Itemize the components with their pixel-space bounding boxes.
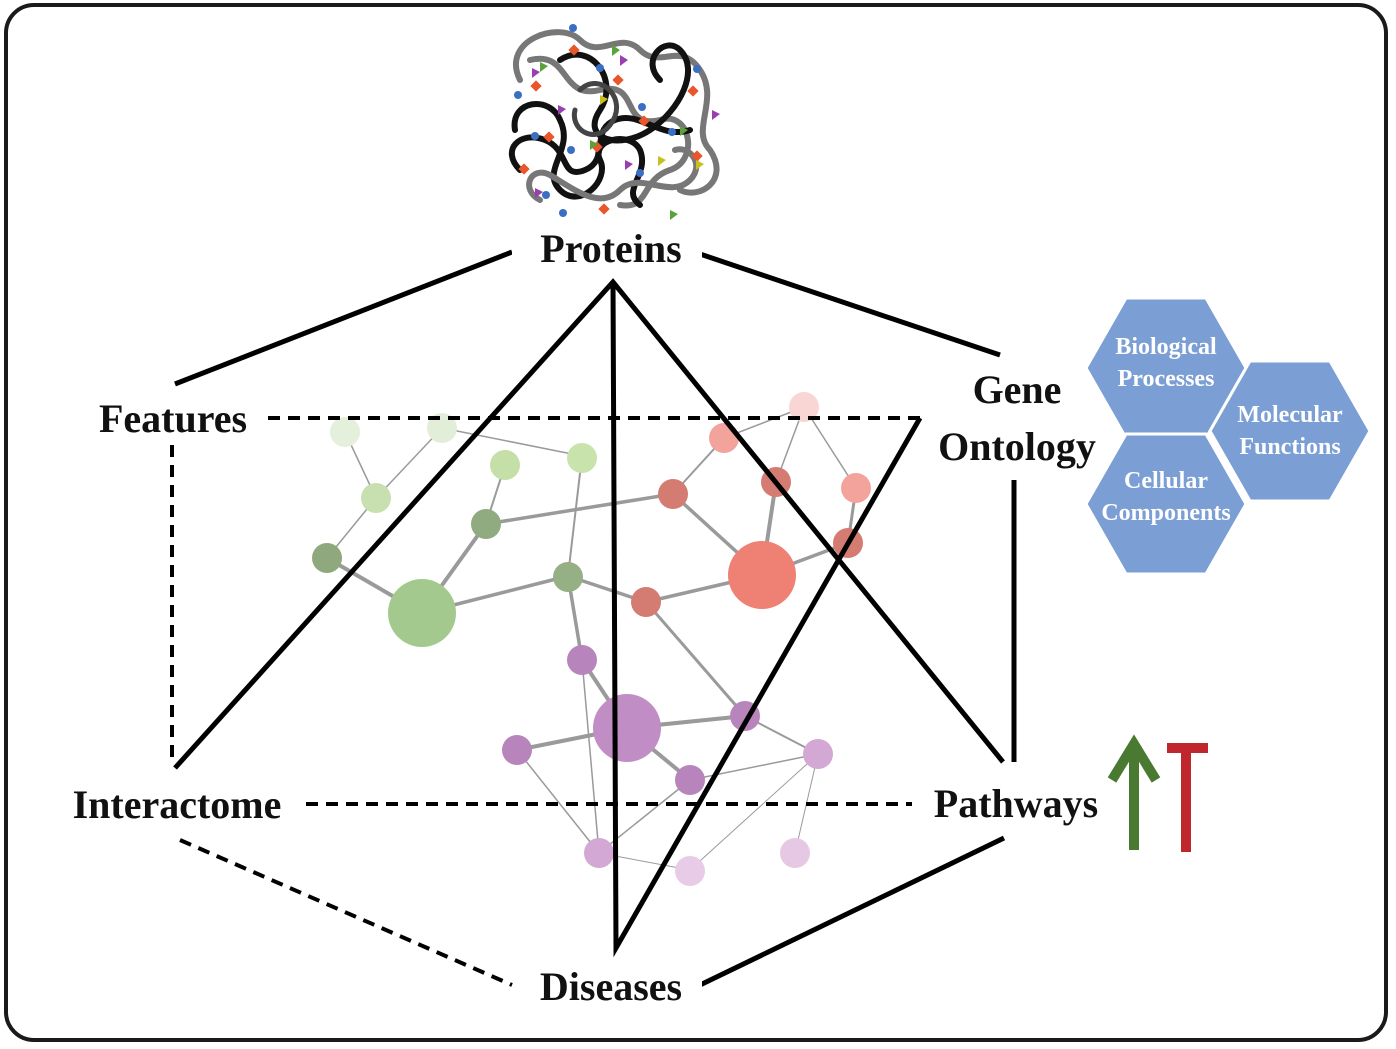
- network-node: [490, 450, 520, 480]
- network-nodes: [312, 392, 871, 886]
- network-node: [841, 473, 871, 503]
- network-hub-node: [728, 541, 796, 609]
- diagram-frame: [4, 3, 1388, 1042]
- network-node: [567, 443, 597, 473]
- label-bg: [916, 782, 1116, 826]
- label-bg: [522, 966, 702, 1010]
- network-node: [427, 413, 457, 443]
- go-label: Processes: [1118, 366, 1215, 392]
- edge: [803, 406, 857, 489]
- go-label: Functions: [1239, 434, 1340, 460]
- edge: [567, 455, 583, 577]
- network-node: [312, 543, 342, 573]
- protein-tangle-icon: [508, 24, 720, 220]
- go-label: Biological: [1115, 334, 1217, 360]
- label-bg: [80, 396, 266, 440]
- network-node: [567, 645, 597, 675]
- network-node: [789, 392, 819, 422]
- interactome-diseases-dashed-line: [179, 838, 513, 987]
- network-hub-node: [388, 579, 456, 647]
- proteins-interactome-pathways-line: [173, 278, 1005, 770]
- go-categories: Biological Processes Molecular Functions…: [1084, 296, 1372, 576]
- network-node: [675, 765, 705, 795]
- diseases-label: Diseases: [540, 964, 682, 1009]
- network-node: [631, 587, 661, 617]
- network-node: [675, 856, 705, 886]
- proteins-label: Proteins: [540, 226, 681, 271]
- edge: [484, 492, 675, 526]
- interactome-label: Interactome: [73, 782, 282, 827]
- network-node: [553, 562, 583, 592]
- network-node: [361, 483, 391, 513]
- edge: [689, 753, 819, 781]
- network-node: [709, 423, 739, 453]
- features-label: Features: [99, 396, 247, 441]
- edge: [644, 600, 747, 718]
- go-hexagon-biological-processes: Biological Processes: [1084, 296, 1248, 440]
- proteins-diseases-features-line: [610, 281, 923, 958]
- gene-ontology-label-line1: Gene: [973, 367, 1062, 412]
- network-node: [330, 417, 360, 447]
- edge: [516, 749, 600, 854]
- dashed-connectors: [170, 416, 920, 987]
- network-node: [803, 739, 833, 769]
- edge: [581, 659, 600, 854]
- diseases-pathways-line: [698, 835, 1006, 988]
- gene-ontology-label-line2: Ontology: [938, 424, 1096, 469]
- edge: [689, 753, 819, 871]
- go-label: Molecular: [1237, 402, 1343, 428]
- edge: [375, 427, 443, 499]
- proteins-go-line: [699, 251, 1001, 358]
- network-hub-node: [593, 694, 661, 762]
- go-label: Components: [1101, 500, 1230, 526]
- inhibition-bar-icon: [1167, 743, 1208, 852]
- go-hexagon-cellular-components: Cellular Components: [1084, 432, 1248, 576]
- proteins-features-line: [174, 249, 513, 387]
- node-labels: Proteins Features Gene Ontology Interact…: [48, 226, 1116, 1010]
- network-node: [502, 735, 532, 765]
- pathways-label: Pathways: [934, 781, 1098, 826]
- network-node: [780, 838, 810, 868]
- network-node: [471, 509, 501, 539]
- network-node: [584, 838, 614, 868]
- label-bg: [512, 226, 702, 270]
- network-node: [658, 479, 688, 509]
- go-hexagon-molecular-functions: Molecular Functions: [1208, 359, 1372, 503]
- activation-arrow-icon: [1107, 734, 1161, 850]
- solid-connectors: [173, 249, 1017, 988]
- go-label: Cellular: [1124, 468, 1208, 494]
- protein-residue-markers: [514, 24, 720, 220]
- label-bg: [48, 782, 306, 826]
- edge: [441, 427, 583, 457]
